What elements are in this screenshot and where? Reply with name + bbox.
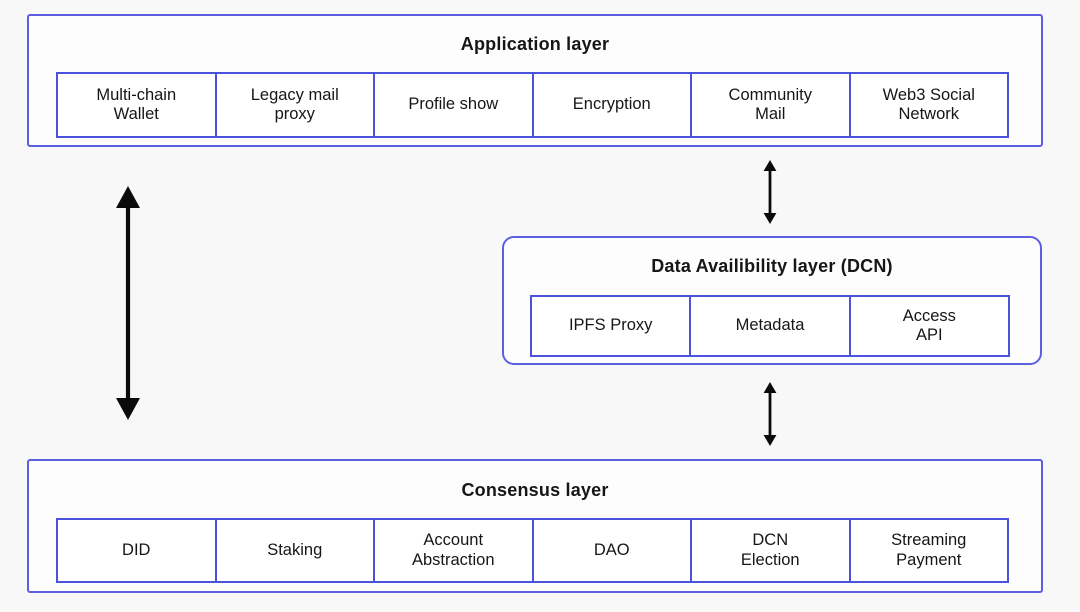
application-layer-cells: Multi-chain Wallet Legacy mail proxy Pro…: [56, 72, 1009, 138]
app-cell-web3-social-network: Web3 Social Network: [848, 72, 1009, 138]
app-cell-community-mail: Community Mail: [690, 72, 851, 138]
dcn-cell-access-api: Access API: [848, 295, 1010, 357]
app-cell-profile-show: Profile show: [373, 72, 534, 138]
consensus-layer-box: Consensus layer DID Staking Account Abst…: [27, 459, 1043, 593]
dcn-consensus-bidirectional-arrow-icon: [763, 382, 777, 446]
data-availability-layer-cells: IPFS Proxy Metadata Access API: [530, 295, 1010, 357]
consensus-cell-did: DID: [56, 518, 217, 583]
app-dcn-bidirectional-arrow-icon: [763, 160, 777, 224]
consensus-cell-dcn-election: DCN Election: [690, 518, 851, 583]
app-cell-encryption: Encryption: [531, 72, 692, 138]
app-consensus-bidirectional-arrow-icon: [116, 186, 140, 420]
consensus-layer-title: Consensus layer: [461, 480, 609, 500]
consensus-cell-account-abstraction: Account Abstraction: [373, 518, 534, 583]
app-cell-legacy-mail-proxy: Legacy mail proxy: [214, 72, 375, 138]
consensus-cell-streaming-payment: Streaming Payment: [848, 518, 1009, 583]
application-layer-box: Application layer Multi-chain Wallet Leg…: [27, 14, 1043, 147]
data-availability-layer-title: Data Availibility layer (DCN): [651, 256, 893, 276]
consensus-layer-cells: DID Staking Account Abstraction DAO DCN …: [56, 518, 1009, 583]
application-layer-title: Application layer: [460, 34, 610, 54]
consensus-cell-dao: DAO: [531, 518, 692, 583]
consensus-cell-staking: Staking: [214, 518, 375, 583]
app-cell-multi-chain-wallet: Multi-chain Wallet: [56, 72, 217, 138]
dcn-cell-ipfs-proxy: IPFS Proxy: [530, 295, 692, 357]
dcn-cell-metadata: Metadata: [689, 295, 851, 357]
data-availability-layer-box: Data Availibility layer (DCN) IPFS Proxy…: [502, 236, 1042, 365]
